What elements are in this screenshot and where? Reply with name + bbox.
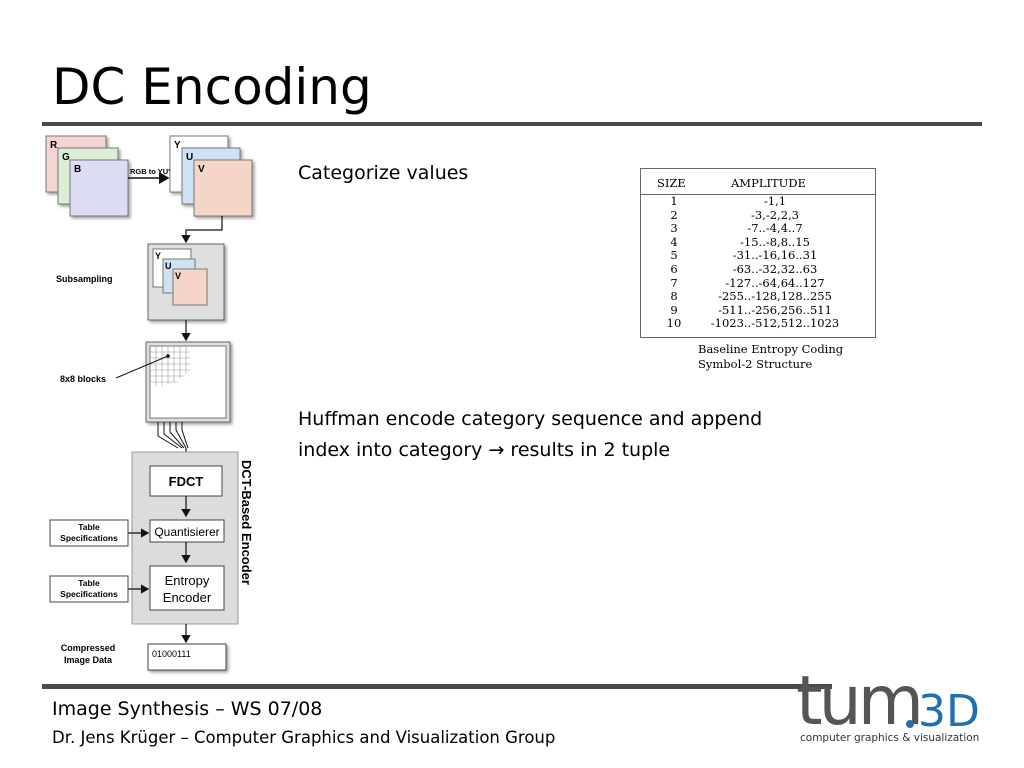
bitstream-text: 01000111	[152, 649, 191, 659]
compressed-line1: Compressed	[61, 643, 116, 653]
amplitude-cell: -63..-32,32..63	[732, 261, 818, 276]
dct-encoder-label: DCT-Based Encoder	[239, 460, 254, 585]
encoder-label: Encoder	[163, 590, 212, 605]
table-body: 1 -1,1 2 -3,-2,2,3 3 -7..-4,4..7 4 -15..-8,8..1…	[641, 194, 875, 331]
amplitude-cell: -15..-8,8..15	[740, 234, 810, 249]
table-spec-2-line1: Table	[78, 578, 100, 588]
size-cell: 9	[670, 302, 678, 317]
yuv-planes	[169, 135, 253, 217]
sub-y-label: Y	[155, 251, 161, 261]
table-row: 9 -511..-256,256..511	[641, 302, 875, 318]
rgb-planes	[45, 135, 129, 217]
blocks-label: 8x8 blocks	[60, 374, 106, 384]
u-label: U	[186, 152, 193, 163]
slide-title: DC Encoding	[52, 58, 372, 116]
size-cell: 10	[666, 316, 682, 331]
quantisierer-label: Quantisierer	[154, 525, 219, 539]
entropy-label: Entropy	[165, 573, 210, 588]
subsampling-label: Subsampling	[56, 274, 113, 284]
table-row: 5 -31..-16,16..31	[641, 249, 875, 263]
table-row: 3 -7..-4,4..7	[641, 222, 875, 236]
table-row: 6 -63..-32,32..63	[641, 261, 875, 277]
caption-line-1: Baseline Entropy Coding	[698, 342, 844, 356]
rgb-to-yuv-label: RGB to YUV	[130, 167, 173, 176]
header-size: SIZE	[657, 176, 686, 190]
title-divider	[42, 122, 982, 126]
amplitude-cell: -255..-128,128..255	[718, 289, 832, 304]
huffman-text: Huffman encode category sequence and app…	[298, 408, 763, 461]
size-cell: 5	[670, 248, 678, 263]
sub-v-label: V	[175, 271, 181, 281]
sub-u-label: U	[165, 261, 172, 271]
tum3d-logo: tum 3D	[796, 664, 980, 734]
size-cell: 3	[670, 221, 678, 236]
table-spec-1-line1: Table	[78, 522, 100, 532]
table-header: SIZE AMPLITUDE	[641, 174, 875, 195]
size-amplitude-table: SIZE AMPLITUDE 1 -1,1 2 -3,-2,2,3 3 -7..-4,4.…	[640, 168, 876, 338]
table-spec-2-line2: Specifications	[60, 589, 118, 599]
size-cell: 1	[670, 194, 678, 208]
amplitude-cell: -31..-16,16..31	[732, 248, 818, 263]
compressed-line2: Image Data	[64, 655, 113, 665]
footer-course: Image Synthesis – WS 07/08	[52, 698, 323, 720]
table-spec-1-line2: Specifications	[60, 533, 118, 543]
logo-3d-text: 3D	[918, 686, 980, 734]
table-row: 4 -15..-8,8..15	[641, 234, 875, 250]
b-label: B	[74, 164, 81, 175]
footer-divider	[42, 684, 832, 689]
r-label: R	[50, 140, 58, 151]
logo-tum-text: tum	[796, 664, 920, 734]
table-row: 1 -1,1	[641, 194, 875, 209]
size-cell: 6	[670, 261, 678, 276]
table-row: 8 -255..-128,128..255	[641, 290, 875, 304]
amplitude-cell: -1,1	[763, 194, 787, 208]
jpeg-encoder-diagram: R G B RGB to YUV Y U V Y U V Subsampling	[45, 135, 254, 671]
header-amplitude: AMPLITUDE	[731, 176, 806, 190]
footer-author: Dr. Jens Krüger – Computer Graphics and …	[52, 728, 556, 747]
y-label: Y	[174, 140, 181, 151]
table-row: 10 -1023..-512,512..1023	[641, 317, 875, 331]
amplitude-cell: -511..-256,256..511	[718, 302, 832, 317]
table-row: 2 -3,-2,2,3	[641, 207, 875, 223]
amplitude-cell: -127..-64,64..127	[725, 275, 825, 290]
table-caption: Baseline Entropy Coding Symbol-2 Structu…	[698, 342, 843, 372]
size-cell: 7	[670, 275, 678, 290]
caption-line-2: Symbol-2 Structure	[698, 357, 813, 371]
fdct-label: FDCT	[169, 474, 204, 489]
amplitude-cell: -3,-2,2,3	[750, 207, 799, 222]
size-cell: 8	[670, 289, 678, 304]
v-label: V	[198, 164, 205, 175]
size-cell: 2	[670, 207, 678, 222]
amplitude-cell: -1023..-512,512..1023	[710, 316, 840, 331]
categorize-text: Categorize values	[298, 162, 469, 184]
logo-subtitle: computer graphics & visualization	[800, 732, 980, 744]
table-row: 7 -127..-64,64..127	[641, 275, 875, 291]
amplitude-cell: -7..-4,4..7	[747, 221, 803, 236]
g-label: G	[62, 152, 70, 163]
size-cell: 4	[670, 234, 678, 249]
block-grid	[150, 346, 190, 386]
